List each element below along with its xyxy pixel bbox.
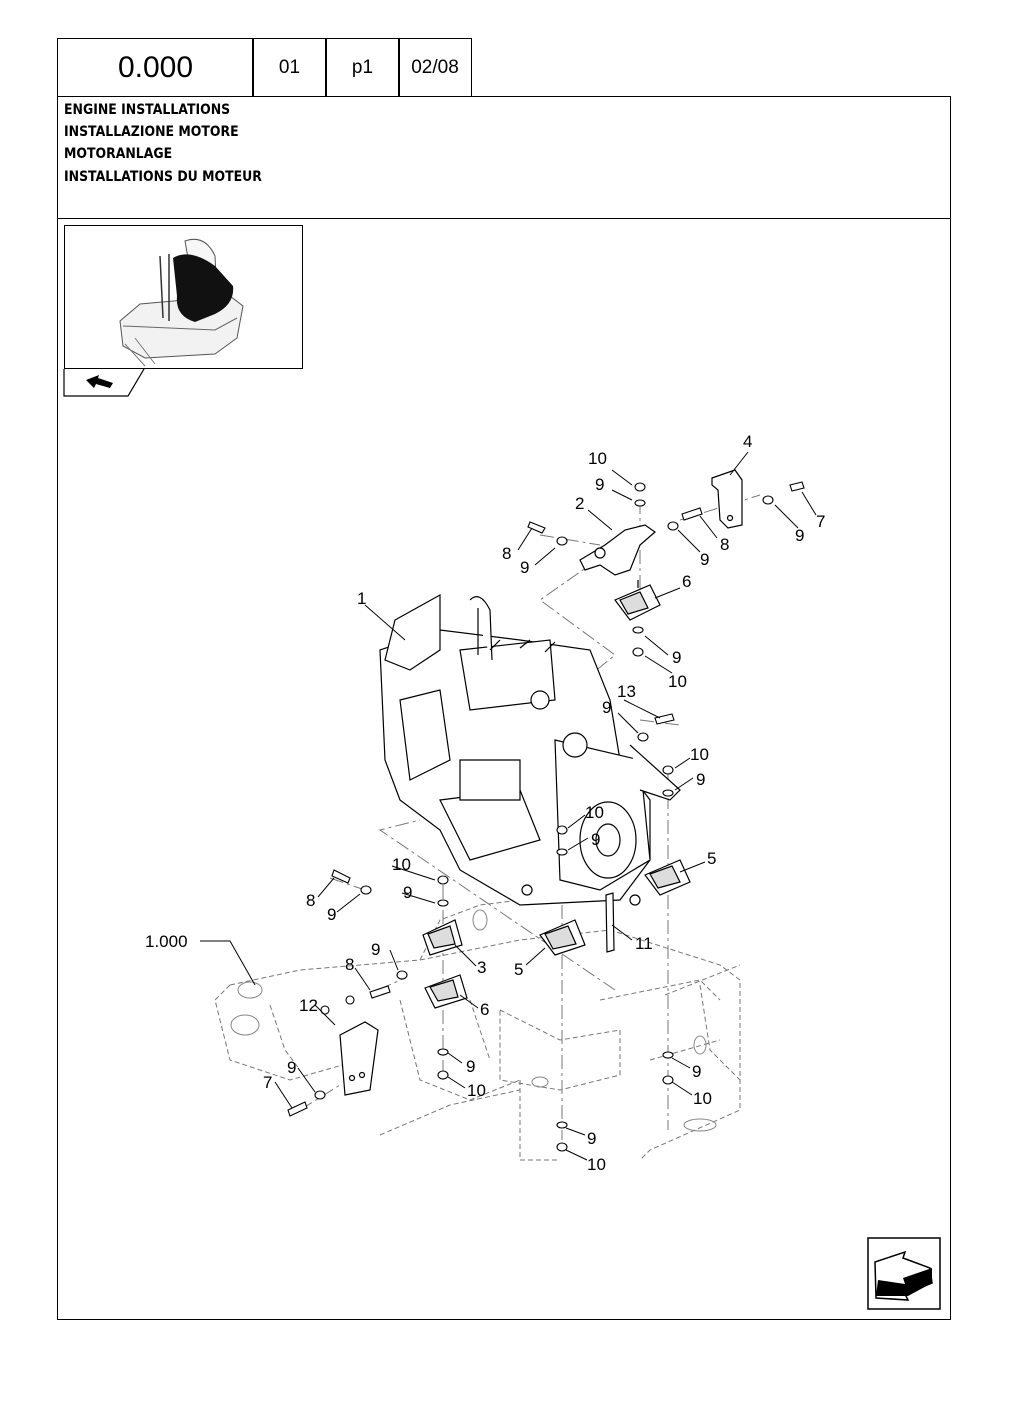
- bracket-2: [579, 524, 656, 576]
- mount-3: [422, 919, 463, 956]
- callout-5: 5: [514, 960, 523, 979]
- callout-9: 9: [595, 475, 604, 494]
- bracket-4: [711, 469, 743, 529]
- callout-1: 1: [357, 589, 366, 608]
- callout-10: 10: [467, 1081, 486, 1100]
- washers-and-nuts: [314, 482, 774, 1152]
- callout-9: 9: [602, 698, 611, 717]
- callout-13: 13: [617, 682, 636, 701]
- callout-10: 10: [690, 745, 709, 764]
- mount-5-center: [539, 919, 586, 956]
- callout-8: 8: [306, 891, 315, 910]
- callout-9: 9: [696, 770, 705, 789]
- callout-9: 9: [466, 1057, 475, 1076]
- callout-9: 9: [327, 905, 336, 924]
- dowel-pin-11: [605, 892, 615, 953]
- callout-9: 9: [371, 940, 380, 959]
- locator-thumbnail[interactable]: [64, 225, 303, 369]
- callout-9: 9: [520, 558, 529, 577]
- bracket-12: [339, 1021, 379, 1096]
- title-block: ENGINE INSTALLATIONS INSTALLAZIONE MOTOR…: [57, 96, 951, 219]
- machine-frame-outline: [214, 899, 741, 1161]
- leader-lines: [200, 451, 817, 1161]
- callout-labels: 1 1.000 2 3 4 5 5 6 6 7 7 8 8 8 8 9 9 9 …: [145, 432, 825, 1174]
- callout-9: 9: [700, 550, 709, 569]
- callout-11: 11: [635, 934, 653, 953]
- callout-12: 12: [299, 996, 318, 1015]
- callout-2: 2: [575, 494, 584, 513]
- callout-10: 10: [392, 855, 411, 874]
- callout-9: 9: [795, 526, 804, 545]
- callout-9: 9: [587, 1129, 596, 1148]
- callout-6: 6: [480, 1000, 489, 1019]
- callout-9: 9: [591, 830, 600, 849]
- title-english: ENGINE INSTALLATIONS: [64, 102, 231, 118]
- callout-9: 9: [403, 883, 412, 902]
- title-german: MOTORANLAGE: [64, 146, 173, 162]
- mount-6-lower: [424, 974, 468, 1009]
- title-italian: INSTALLAZIONE MOTORE: [64, 124, 239, 140]
- callout-10: 10: [587, 1155, 606, 1174]
- callout-10: 10: [693, 1089, 712, 1108]
- callout-10: 10: [585, 803, 604, 822]
- title-french: INSTALLATIONS DU MOTEUR: [64, 169, 262, 185]
- mount-6-upper: [614, 580, 661, 621]
- callout-7: 7: [816, 512, 825, 531]
- engine-assembly: [379, 593, 681, 906]
- callout-8: 8: [345, 955, 354, 974]
- callout-1000: 1.000: [145, 932, 188, 951]
- callout-10: 10: [668, 672, 687, 691]
- next-page-arrow-icon[interactable]: [867, 1237, 941, 1310]
- callout-9: 9: [672, 648, 681, 667]
- back-arrow-icon[interactable]: [63, 368, 145, 397]
- callout-3: 3: [477, 958, 486, 977]
- callout-4: 4: [743, 432, 752, 451]
- callout-6: 6: [682, 572, 691, 591]
- callout-10: 10: [588, 449, 607, 468]
- callout-8: 8: [720, 535, 729, 554]
- mount-5-right: [644, 859, 691, 896]
- callout-8: 8: [502, 544, 511, 563]
- callout-7: 7: [263, 1073, 272, 1092]
- callout-5: 5: [707, 849, 716, 868]
- bolts: [287, 481, 805, 1117]
- callout-9: 9: [692, 1062, 701, 1081]
- callout-9: 9: [287, 1058, 296, 1077]
- machine-thumbnail-image: [119, 238, 244, 367]
